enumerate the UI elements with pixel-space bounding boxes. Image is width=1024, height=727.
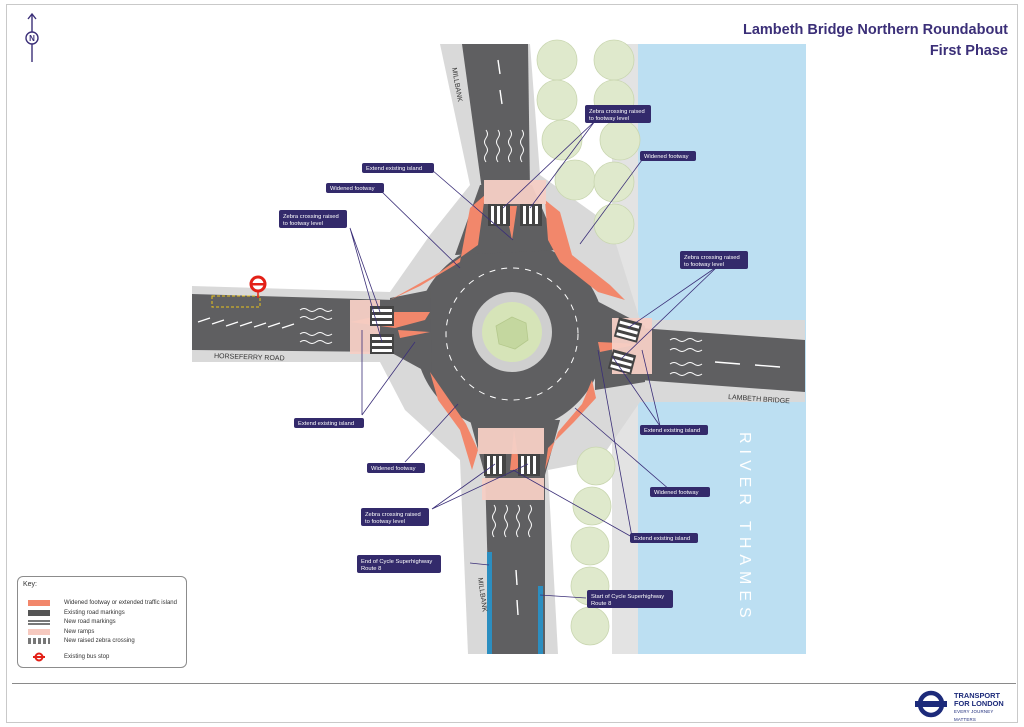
callout-extend-island-north: Extend existing island [362,163,434,173]
callout-leader-lines [349,120,719,599]
north-arrow-icon: N [25,12,39,62]
key-title: Key: [23,581,38,588]
svg-text:to footway level: to footway level [589,116,629,122]
footer-rule [12,683,1016,684]
callout-widened-sw: Widened footway [367,463,425,473]
key-swatch [28,629,50,635]
bus-stop-roundel-icon [33,652,45,662]
callout-extend-island-east: Extend existing island [640,425,708,435]
tfl-wordmark: TRANSPORT FOR LONDON EVERY JOURNEY MATTE… [954,691,1004,723]
svg-text:Zebra crossing raised: Zebra crossing raised [589,109,645,115]
river-label: RIVER THAMES [736,432,753,624]
callout-cycle-start: Start of Cycle Superhighway Route 8 [587,590,673,608]
ramp-south-2 [482,478,544,500]
key-item-zebra: New raised zebra crossing [28,637,135,645]
svg-text:Extend existing island: Extend existing island [644,428,700,434]
cycle-lane-west [487,552,492,654]
key-item-bus-stop: Existing bus stop [28,652,109,662]
callout-extend-island-west: Extend existing island [294,418,364,428]
key-swatch [28,610,50,616]
zebra-crossings [370,204,643,476]
ramp-south [478,428,544,454]
widened-footway-se [545,380,596,470]
road-millbank-south [485,470,545,654]
zebra-south-left [484,454,506,476]
extended-island-west [398,330,430,338]
widened-footway-sw [430,372,478,470]
key-item-widened: Widened footway or extended traffic isla… [28,599,177,607]
svg-text:Zebra crossing raised: Zebra crossing raised [365,512,421,518]
svg-text:Widened footway: Widened footway [371,466,416,472]
zebra-west-top [370,306,394,326]
ramp-north [484,180,546,204]
road-millbank-north [462,44,530,190]
title-line-1: Lambeth Bridge Northern Roundabout [742,22,1008,38]
callout-extend-island-south: Extend existing island [630,533,698,543]
road-lambeth-bridge [640,328,805,392]
key-item-existing-markings: Existing road markings [28,609,125,617]
callout-cycle-end: End of Cycle Superhighway Route 8 [357,555,441,573]
svg-text:Extend existing island: Extend existing island [366,166,422,172]
svg-text:to footway level: to footway level [684,262,724,268]
svg-text:Widened footway: Widened footway [330,186,375,192]
key-item-new-markings: New road markings [28,618,116,626]
key-item-ramps: New ramps [28,628,94,636]
central-island-hexagon [495,316,529,350]
svg-text:to footway level: to footway level [365,519,405,525]
page-title: Lambeth Bridge Northern Roundabout First… [743,20,1008,62]
zebra-east-top [613,317,643,343]
callout-zebra-west: Zebra crossing raised to footway level [279,210,347,228]
street-label-millbank-south: MILLBANK [476,577,488,613]
widened-footway-ne [545,200,625,300]
callout-zebra-south: Zebra crossing raised to footway level [361,508,429,526]
title-line-2: First Phase [929,43,1008,59]
zebra-west-bottom [370,334,394,354]
svg-text:to footway level: to footway level [283,221,323,227]
callout-zebra-east: Zebra crossing raised to footway level [680,251,748,269]
tfl-logo: TRANSPORT FOR LONDON EVERY JOURNEY MATTE… [914,688,1016,722]
svg-text:Route 8: Route 8 [591,601,611,607]
svg-text:Zebra crossing raised: Zebra crossing raised [283,214,339,220]
callout-widened-se: Widened footway [650,487,710,497]
zebra-north-right [520,204,542,226]
widened-footway-nw [390,195,485,300]
svg-text:Extend existing island: Extend existing island [634,536,690,542]
callout-widened-ne: Widened footway [640,151,696,161]
svg-text:Zebra crossing raised: Zebra crossing raised [684,255,740,261]
callout-widened-nw: Widened footway [326,183,384,193]
key-swatch [28,638,50,644]
svg-text:Route 8: Route 8 [361,566,381,572]
cycle-superhighway [487,552,543,654]
callout-zebra-north: Zebra crossing raised to footway level [585,105,651,123]
svg-text:Extend existing island: Extend existing island [298,421,354,427]
circulatory-lane-marking [445,267,579,401]
zebra-south-right [518,454,540,476]
key-swatch [28,600,50,606]
tfl-roundel-icon [915,690,947,718]
trees [536,39,641,646]
compass-letter: N [29,34,35,43]
svg-text:Start of Cycle Superhighway: Start of Cycle Superhighway [591,594,664,600]
svg-text:Widened footway: Widened footway [644,154,689,160]
bus-stop-icon [211,275,267,308]
road-horseferry [192,294,395,352]
street-label-horseferry: HORSEFERRY ROAD [214,353,285,362]
zebra-north-left [488,204,510,226]
key-swatch [28,619,50,625]
street-label-lambeth-bridge: LAMBETH BRIDGE [728,394,791,405]
svg-text:Widened footway: Widened footway [654,490,699,496]
svg-text:End of Cycle Superhighway: End of Cycle Superhighway [361,559,432,565]
cycle-lane-east [538,586,543,654]
road-markings [197,59,781,616]
page-frame [6,4,1018,723]
widened-footways [350,195,640,470]
map-key: Key: Widened footway or extended traffic… [17,576,187,668]
